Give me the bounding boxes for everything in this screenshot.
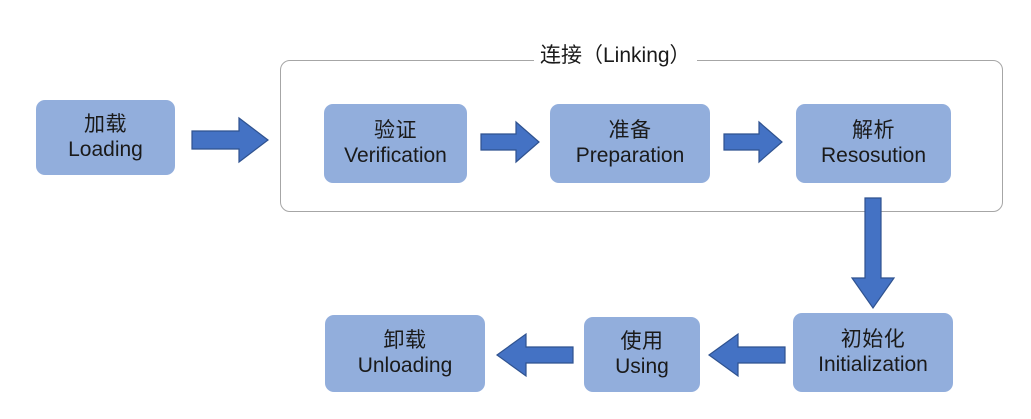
- node-using-cn: 使用: [620, 329, 664, 353]
- node-loading-cn: 加载: [84, 112, 127, 136]
- node-resosution-en: Resosution: [820, 143, 927, 167]
- node-initialization-cn: 初始化: [840, 327, 906, 351]
- arrow-initialization-to-using: [707, 332, 786, 378]
- node-using[interactable]: 使用 Using: [584, 317, 700, 392]
- node-preparation[interactable]: 准备 Preparation: [550, 104, 710, 183]
- linking-group-label: 连接（Linking）: [534, 45, 697, 66]
- arrow-using-to-unloading: [495, 332, 574, 378]
- arrow-resosution-to-initialization: [850, 197, 896, 310]
- node-unloading-en: Unloading: [357, 353, 453, 377]
- node-resosution[interactable]: 解析 Resosution: [796, 104, 951, 183]
- node-initialization-en: Initialization: [818, 352, 928, 376]
- node-unloading[interactable]: 卸载 Unloading: [325, 315, 485, 392]
- node-verification-en: Verification: [344, 143, 447, 167]
- node-loading-en: Loading: [68, 137, 143, 161]
- arrow-loading-to-linking: [191, 116, 269, 164]
- node-using-en: Using: [615, 354, 669, 378]
- node-resosution-cn: 解析: [852, 118, 895, 142]
- node-verification[interactable]: 验证 Verification: [324, 104, 467, 183]
- node-unloading-cn: 卸载: [383, 328, 427, 352]
- node-initialization[interactable]: 初始化 Initialization: [793, 313, 953, 392]
- node-preparation-en: Preparation: [575, 143, 685, 167]
- node-verification-cn: 验证: [374, 118, 417, 142]
- node-preparation-cn: 准备: [608, 118, 652, 142]
- node-loading[interactable]: 加载 Loading: [36, 100, 175, 175]
- arrow-verification-to-preparation: [480, 120, 540, 164]
- arrow-preparation-to-resosution: [723, 120, 783, 164]
